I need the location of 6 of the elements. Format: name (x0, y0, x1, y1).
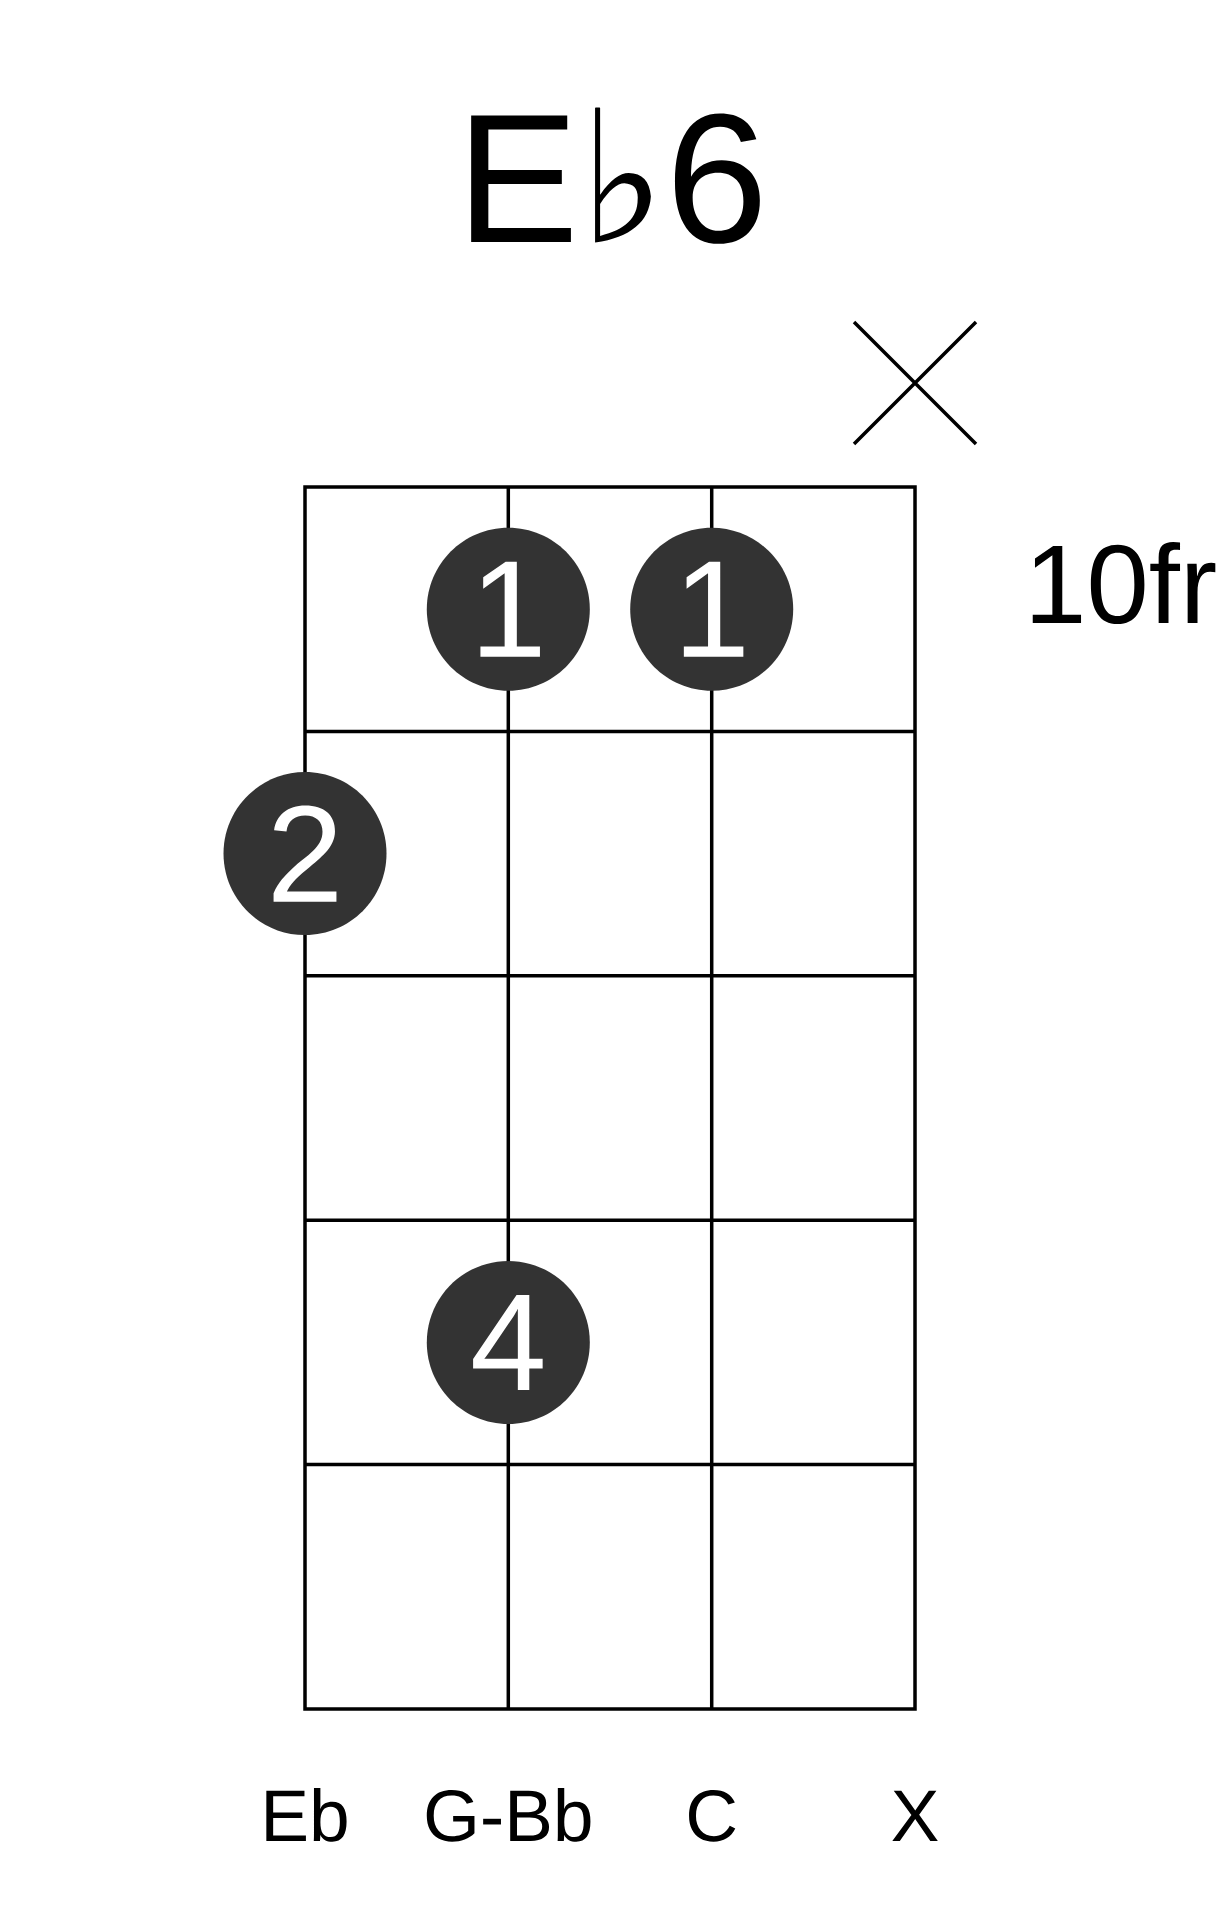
chord-title: E♭6 (471, 107, 760, 244)
string-label: G-Bb (426, 1788, 591, 1842)
string-label: X (892, 1790, 938, 1841)
string-label: Eb (266, 1788, 347, 1842)
fret-number: 10fr (1032, 541, 1216, 625)
string-label: C (689, 1790, 736, 1842)
